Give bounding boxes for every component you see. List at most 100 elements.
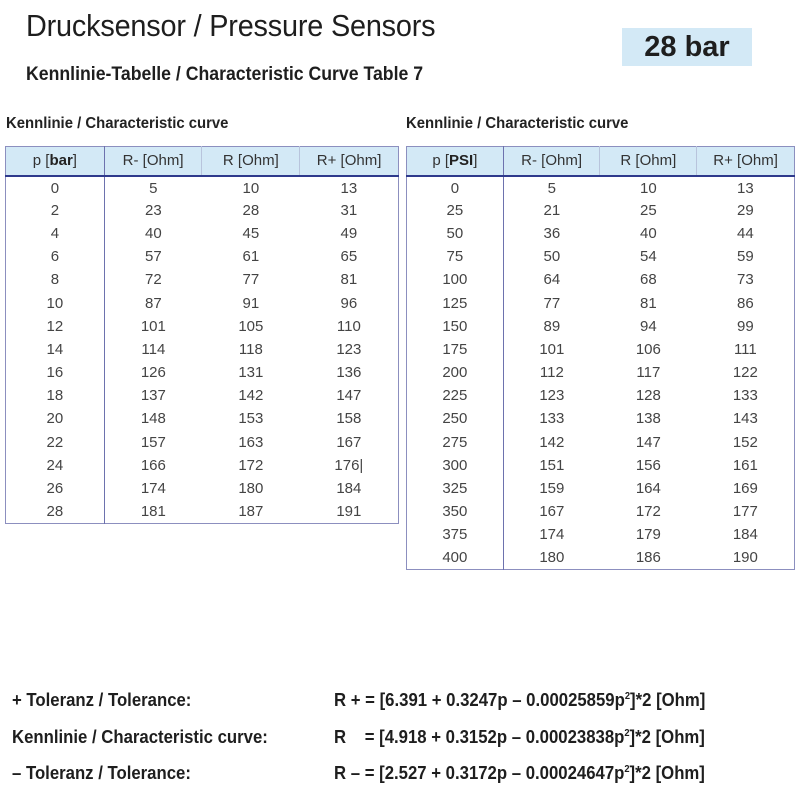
cell-r: 187	[238, 502, 264, 520]
formula-plus-tolerance: + Toleranz / Tolerance: R + = [6.391 + 0…	[12, 690, 792, 727]
cell-r-minus: 181	[140, 502, 166, 520]
equation-tail: ]*2 [Ohm]	[630, 690, 706, 710]
equation-tail: ]*2 [Ohm]	[629, 726, 705, 747]
cell-r: 179	[635, 526, 661, 544]
cell-r-plus: 59	[737, 248, 754, 266]
cell-r-minus: 89	[543, 317, 561, 335]
cell-r-plus: 122	[732, 364, 758, 382]
cell-r-minus: 180	[539, 549, 565, 567]
cell-pressure: 14	[5, 337, 105, 361]
equation-main: R – = [2.527 + 0.3172p – 0.00024647p	[334, 763, 625, 783]
cell-r-minus: 112	[539, 364, 564, 382]
cell-pressure: 8	[5, 268, 105, 292]
cell-r: 142	[238, 387, 264, 405]
table-header-row: p [bar] R- [Ohm] R [Ohm] R+ [Ohm]	[5, 146, 399, 177]
cell-r-plus: 65	[340, 248, 358, 266]
formula-label: Kennlinie / Characteristic curve:	[12, 726, 268, 747]
header-pressure-bar: p [bar]	[5, 146, 105, 177]
header-p-prefix: p [	[32, 152, 50, 170]
cell-pressure: 6	[5, 245, 105, 269]
cell-r: 61	[242, 248, 260, 266]
cell-r: 153	[238, 410, 264, 428]
cell-r-minus: 174	[539, 526, 565, 544]
cell-r-plus: 167	[336, 433, 362, 451]
cell-r-minus: 23	[145, 201, 162, 219]
formula-equation: R – = [2.527 + 0.3172p – 0.00024647p2]*2…	[334, 763, 705, 784]
cell-r-minus: 167	[539, 503, 565, 521]
cell-r-plus: 110	[336, 317, 361, 335]
cell-r-minus: 64	[543, 271, 561, 289]
cell-r: 28	[242, 201, 260, 219]
cell-r: 77	[242, 271, 260, 289]
cell-r-plus: 29	[737, 201, 754, 219]
cell-r: 164	[635, 480, 661, 498]
equation-exponent: 2	[624, 691, 631, 702]
cell-r-plus: 123	[336, 340, 362, 358]
cell-r-plus: 49	[340, 224, 358, 242]
cell-r-plus: 13	[737, 180, 754, 198]
cell-r-plus: 31	[340, 201, 358, 219]
cell-r-minus: 87	[145, 294, 162, 312]
cell-r: 91	[242, 294, 260, 312]
pressure-range-badge: 28 bar	[622, 28, 752, 66]
cell-r-minus: 174	[140, 480, 166, 498]
cell-r: 10	[640, 180, 657, 198]
cell-r-minus: 36	[543, 224, 561, 242]
cell-r: 118	[238, 340, 263, 358]
equation-main: R + = [6.391 + 0.3247p – 0.00025859p	[334, 690, 625, 710]
formula-characteristic-curve: Kennlinie / Characteristic curve: R = [4…	[12, 727, 792, 764]
cell-r-minus: 77	[543, 294, 561, 312]
cell-r-plus: 158	[336, 410, 362, 428]
cell-r-minus: 5	[547, 180, 557, 198]
table-header-row: p [PSI] R- [Ohm] R [Ohm] R+ [Ohm]	[406, 146, 795, 177]
cell-pressure: 18	[5, 384, 105, 408]
cell-r: 10	[242, 180, 260, 198]
cell-r-plus: 73	[737, 271, 754, 289]
header-r-plus: R+ [Ohm]	[696, 146, 795, 177]
cell-r-minus: 50	[543, 248, 561, 266]
cell-pressure: 175	[406, 337, 504, 361]
cell-r-plus: 44	[737, 224, 754, 242]
cell-r: 128	[635, 387, 661, 405]
cell-pressure: 2	[5, 198, 105, 222]
cell-r-plus: 136	[336, 364, 362, 382]
header-pressure-psi: p [PSI]	[406, 146, 504, 177]
header-r: R [Ohm]	[599, 146, 698, 177]
header-p-prefix: p [	[432, 152, 450, 170]
cell-r-minus: 133	[539, 410, 565, 428]
cell-r: 163	[238, 433, 264, 451]
cell-r-plus: 190	[732, 549, 758, 567]
cell-r-plus: 191	[336, 502, 362, 520]
header-p-unit: bar	[49, 152, 73, 170]
cell-r: 105	[238, 317, 264, 335]
cell-r-plus: 143	[732, 410, 758, 428]
equation-exponent: 2	[624, 764, 630, 775]
cell-r-minus: 5	[149, 180, 158, 198]
cell-r: 54	[640, 248, 657, 266]
cell-r-minus: 148	[140, 410, 166, 428]
cell-pressure: 25	[406, 198, 504, 222]
cell-r-minus: 21	[543, 201, 561, 219]
cell-pressure: 16	[5, 361, 105, 385]
bar-table-caption: Kennlinie / Characteristic curve	[6, 115, 229, 132]
